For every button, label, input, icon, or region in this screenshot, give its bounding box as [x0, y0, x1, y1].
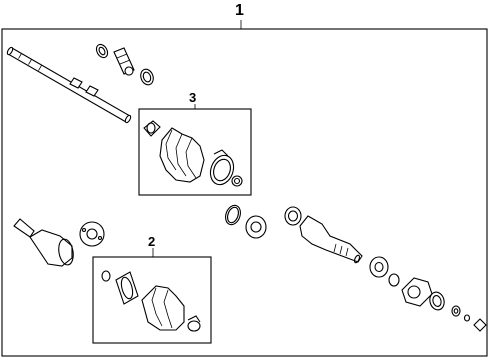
axle-shaft — [6, 46, 132, 124]
outer-joint-stub — [299, 215, 363, 264]
callout-outer-group-label: 3 — [189, 90, 197, 105]
inner-boot-kit-box — [92, 248, 212, 344]
callout-inner-group-label: 2 — [148, 234, 156, 249]
outer-boot-parts — [143, 120, 243, 187]
assembly-frame — [1, 20, 488, 357]
inner-joint-housing — [13, 218, 105, 267]
hub-small-parts — [369, 256, 487, 332]
damper-parts — [95, 43, 154, 86]
outer-boot-kit-box — [138, 104, 252, 196]
callout-assembly-label: 1 — [235, 2, 244, 19]
center-bearing-parts — [225, 204, 302, 239]
inner-boot-parts — [101, 270, 201, 332]
